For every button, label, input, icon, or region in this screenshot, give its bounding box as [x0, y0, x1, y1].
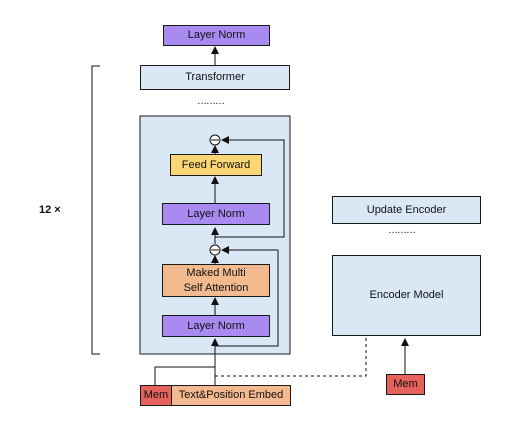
encoder-model-label: Encoder Model	[369, 289, 444, 302]
residual-path-2	[215, 136, 285, 238]
masked-attention-label-1: Maked Multi	[186, 267, 246, 280]
transformer-label: Transformer	[185, 71, 245, 84]
update-encoder-label: Update Encoder	[366, 203, 447, 216]
bottom-layer-norm-label: Layer Norm	[187, 319, 245, 332]
bottom-layer-norm: Layer Norm	[162, 315, 270, 337]
repeat-bracket	[91, 65, 100, 355]
mem-left-connector	[154, 366, 215, 385]
mem-right-label: Mem	[393, 378, 418, 391]
masked-attention-label-2: Self Attention	[183, 281, 249, 294]
encoder-model-box: Encoder Model	[332, 255, 481, 336]
mem-left-box: Mem	[140, 385, 172, 406]
embed-label: Text&Position Embed	[178, 389, 284, 402]
mid-layer-norm-label: Layer Norm	[187, 207, 245, 220]
transformer-box: Transformer	[140, 65, 290, 90]
feed-forward-label: Feed Forward	[181, 158, 251, 171]
repeat-label: 12 ×	[39, 204, 61, 216]
feed-forward-box: Feed Forward	[170, 154, 262, 176]
mid-layer-norm: Layer Norm	[162, 203, 270, 225]
ellipsis-right: ………	[388, 225, 416, 236]
top-layer-norm-label: Layer Norm	[187, 29, 246, 42]
mem-right-box: Mem	[386, 374, 425, 395]
masked-attention-box: Maked Multi Self Attention	[162, 264, 270, 297]
residual-path-1	[215, 246, 279, 347]
update-encoder-box: Update Encoder	[332, 196, 481, 224]
top-layer-norm: Layer Norm	[163, 25, 270, 46]
embed-box: Text&Position Embed	[171, 385, 291, 406]
ellipsis-top: ………	[197, 96, 225, 107]
dashed-encoder-link	[215, 336, 367, 377]
mem-left-label: Mem	[143, 389, 169, 402]
